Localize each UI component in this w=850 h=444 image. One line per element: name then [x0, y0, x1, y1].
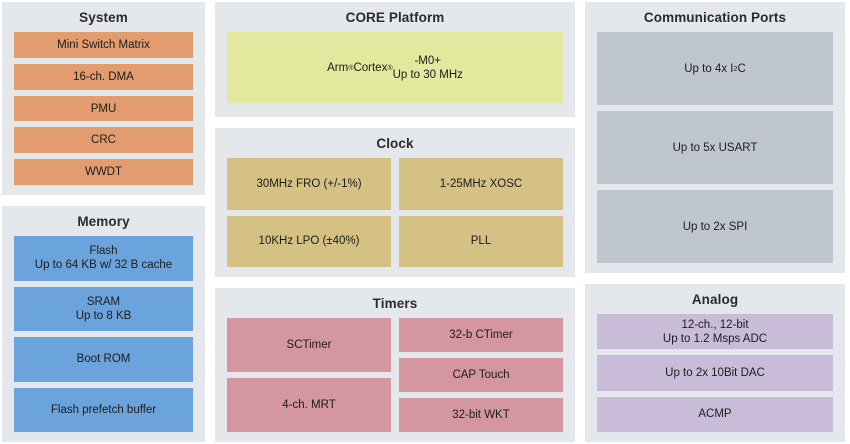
block-crc[interactable]: CRC: [14, 127, 193, 154]
panel-title-system: System: [79, 10, 128, 25]
left-column: System Mini Switch Matrix 16-ch. DMA PMU…: [2, 2, 205, 442]
clock-block-list: 30MHz FRO (+/-1%) 1-25MHz XOSC 10KHz LPO…: [227, 158, 563, 267]
block-usart[interactable]: Up to 5x USART: [597, 111, 833, 184]
block-boot-rom[interactable]: Boot ROM: [14, 337, 193, 382]
panel-title-core-platform: CORE Platform: [345, 10, 445, 25]
block-cap-touch[interactable]: CAP Touch: [399, 357, 563, 392]
block-sctimer[interactable]: SCTimer: [227, 317, 391, 372]
block-mini-switch-matrix[interactable]: Mini Switch Matrix: [14, 32, 193, 58]
analog-block-list: 12-ch., 12-bit Up to 1.2 Msps ADC Up to …: [597, 314, 833, 432]
panel-analog: Analog 12-ch., 12-bit Up to 1.2 Msps ADC…: [585, 284, 845, 442]
panel-timers: Timers SCTimer 4-ch. MRT 32-b CTimer CAP…: [215, 287, 575, 443]
clock-row-1: 30MHz FRO (+/-1%) 1-25MHz XOSC: [227, 158, 563, 210]
panel-title-clock: Clock: [376, 136, 414, 152]
block-sram[interactable]: SRAM Up to 8 KB: [14, 286, 193, 332]
memory-block-list: Flash Up to 64 KB w/ 32 B cache SRAM Up …: [14, 236, 193, 432]
timers-right-column: 32-b CTimer CAP Touch 32-bit WKT: [399, 317, 563, 433]
block-4ch-mrt[interactable]: 4-ch. MRT: [227, 377, 391, 433]
block-flash[interactable]: Flash Up to 64 KB w/ 32 B cache: [14, 236, 193, 281]
system-block-list: Mini Switch Matrix 16-ch. DMA PMU CRC WW…: [14, 32, 193, 186]
timers-left-column: SCTimer 4-ch. MRT: [227, 317, 391, 433]
block-10khz-lpo[interactable]: 10KHz LPO (±40%): [227, 215, 391, 267]
panel-title-timers: Timers: [372, 295, 418, 311]
block-wwdt[interactable]: WWDT: [14, 159, 193, 186]
block-32bit-wkt[interactable]: 32-bit WKT: [399, 397, 563, 433]
block-pll[interactable]: PLL: [399, 215, 563, 267]
panel-memory: Memory Flash Up to 64 KB w/ 32 B cache S…: [2, 206, 205, 442]
panel-title-communication-ports: Communication Ports: [643, 10, 787, 25]
middle-column: CORE Platform Arm® Cortex®-M0+ Up to 30 …: [215, 2, 575, 443]
block-arm-cortex-m0plus[interactable]: Arm® Cortex®-M0+ Up to 30 MHz: [227, 32, 563, 103]
block-flash-prefetch-buffer[interactable]: Flash prefetch buffer: [14, 387, 193, 432]
block-30mhz-fro[interactable]: 30MHz FRO (+/-1%): [227, 158, 391, 210]
timers-block-list: SCTimer 4-ch. MRT 32-b CTimer CAP Touch …: [227, 317, 563, 433]
panel-system: System Mini Switch Matrix 16-ch. DMA PMU…: [2, 2, 205, 196]
panel-core-platform: CORE Platform Arm® Cortex®-M0+ Up to 30 …: [215, 2, 575, 118]
core-platform-block-list: Arm® Cortex®-M0+ Up to 30 MHz: [227, 32, 563, 107]
block-spi[interactable]: Up to 2x SPI: [597, 190, 833, 263]
block-1-25mhz-xosc[interactable]: 1-25MHz XOSC: [399, 158, 563, 210]
panel-clock: Clock 30MHz FRO (+/-1%) 1-25MHz XOSC 10K…: [215, 128, 575, 277]
panel-title-analog: Analog: [691, 292, 739, 307]
block-adc[interactable]: 12-ch., 12-bit Up to 1.2 Msps ADC: [597, 314, 833, 350]
clock-row-2: 10KHz LPO (±40%) PLL: [227, 215, 563, 267]
block-pmu[interactable]: PMU: [14, 95, 193, 122]
panel-title-memory: Memory: [77, 214, 130, 230]
block-acmp[interactable]: ACMP: [597, 396, 833, 432]
block-dac[interactable]: Up to 2x 10Bit DAC: [597, 355, 833, 391]
block-16ch-dma[interactable]: 16-ch. DMA: [14, 63, 193, 90]
block-32b-ctimer[interactable]: 32-b CTimer: [399, 317, 563, 352]
